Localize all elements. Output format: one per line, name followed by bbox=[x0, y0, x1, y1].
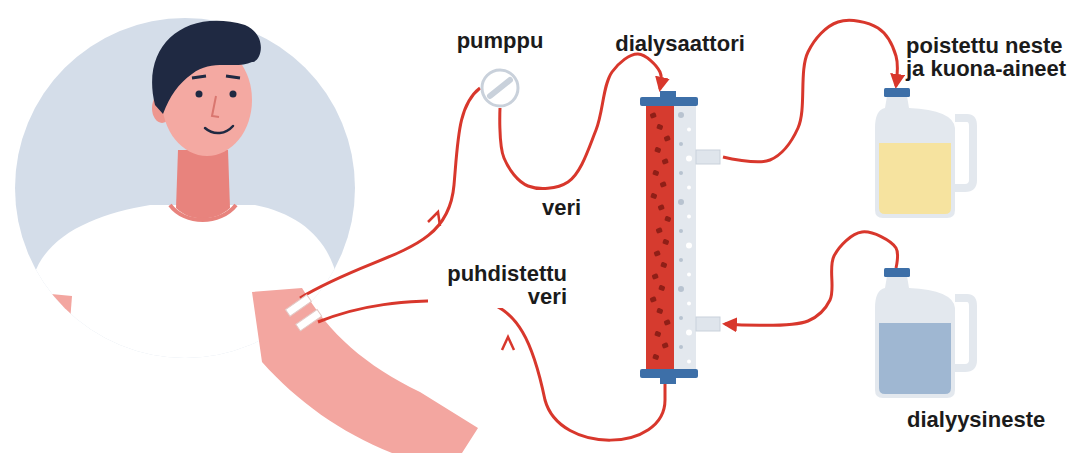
node-label: dialysaattori bbox=[615, 32, 745, 55]
hair bbox=[152, 21, 261, 114]
tube-connector bbox=[723, 20, 897, 161]
tube-label: puhdistettu veri bbox=[428, 262, 569, 308]
neck bbox=[176, 150, 230, 219]
dialyzer-column-shape bbox=[638, 95, 723, 380]
eyebrows bbox=[192, 76, 240, 78]
waste-jug-shape bbox=[875, 88, 975, 218]
tube-connector bbox=[500, 54, 661, 189]
dialysate-jug-shape bbox=[875, 268, 975, 398]
right-arm bbox=[252, 288, 478, 453]
flow-arrow bbox=[502, 337, 514, 350]
left-arm bbox=[30, 292, 72, 348]
waste-jug: poistettu neste ja kuona-aineet bbox=[875, 88, 975, 218]
blood-tube-return bbox=[318, 300, 665, 440]
eye bbox=[196, 91, 203, 98]
nose bbox=[212, 96, 219, 117]
dialysate-jug: dialyysineste bbox=[875, 268, 975, 398]
pump-circle: pumppu bbox=[480, 68, 520, 108]
tape bbox=[285, 295, 321, 331]
node-label: pumppu bbox=[457, 29, 544, 52]
pump-circle-shape bbox=[480, 68, 520, 108]
node-label: poistettu neste ja kuona-aineet bbox=[906, 34, 1074, 80]
node-label: dialyysineste bbox=[907, 408, 1045, 431]
dialyzer-column: dialysaattori bbox=[638, 95, 723, 380]
edge-label: veri bbox=[540, 196, 583, 219]
tube-connector bbox=[725, 232, 898, 326]
flow-arrow bbox=[428, 212, 440, 226]
mouth bbox=[205, 126, 233, 133]
collar bbox=[170, 205, 236, 220]
eye bbox=[230, 91, 237, 98]
